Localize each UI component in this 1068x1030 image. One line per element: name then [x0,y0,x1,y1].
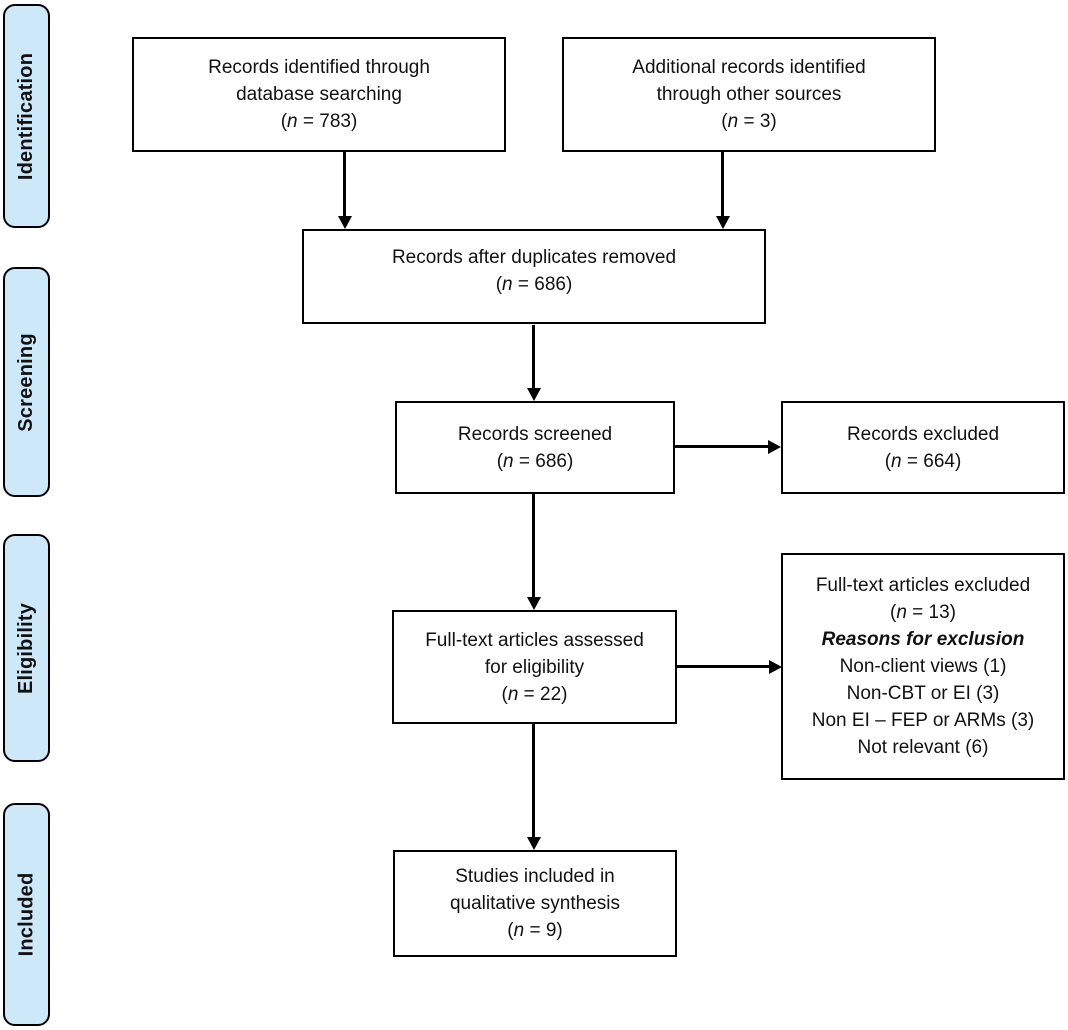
box-text-line: for eligibility [484,656,585,678]
box-n-count: (n = 664) [884,450,962,472]
box-n-count: (n = 686) [496,450,574,472]
exclusion-reason: Non-client views (1) [839,656,1007,677]
box-n-count: (n = 686) [495,273,573,295]
box-text-line: Full-text articles assessed [425,629,644,651]
box-n-count: (n = 13) [889,602,957,623]
box-text-line: qualitative synthesis [449,893,621,914]
box-fulltext-assessed: Full-text articles assessed for eligibil… [392,610,677,724]
exclusion-reason: Not relevant (6) [857,737,989,758]
stage-identification: Identification [3,4,50,228]
box-text-line: Additional records identified [632,57,866,78]
box-records-identified-database: Records identified through database sear… [132,37,506,152]
arrow-fulltext-to-included [532,724,535,837]
arrow-screened-to-fulltext [532,494,535,597]
stage-screening: Screening [3,267,50,497]
box-n-count: (n = 22) [501,683,568,705]
box-text-line: through other sources [656,84,842,105]
exclusion-reason: Non EI – FEP or ARMs (3) [811,710,1035,731]
box-text-line: Studies included in [455,866,615,887]
box-n-count: (n = 9) [507,920,563,941]
arrow-duplicates-to-screened [532,325,535,388]
exclusion-reason: Non-CBT or EI (3) [846,683,1000,704]
box-records-excluded: Records excluded (n = 664) [781,401,1065,494]
stage-included-label: Included [15,872,38,957]
arrow-other-sources-to-duplicates [721,152,724,216]
box-n-count: (n = 3) [721,111,777,132]
box-fulltext-excluded: Full-text articles excluded (n = 13) Rea… [781,553,1065,780]
box-text-line: Records after duplicates removed [391,246,677,268]
box-text-line: Full-text articles excluded [815,575,1031,596]
box-text-line: database searching [236,84,402,105]
box-studies-included: Studies included in qualitative synthesi… [393,850,677,957]
reasons-for-exclusion-heading: Reasons for exclusion [821,629,1025,650]
box-text-line: Records identified through [208,57,430,78]
box-records-identified-other-sources: Additional records identified through ot… [562,37,936,152]
box-text-line: Records excluded [846,423,1000,445]
arrow-database-to-duplicates [343,152,346,216]
stage-identification-label: Identification [15,52,37,180]
box-records-screened: Records screened (n = 686) [395,401,675,494]
box-text-line: Records screened [457,423,613,445]
stage-screening-label: Screening [15,332,37,432]
stage-eligibility-label: Eligibility [15,602,38,694]
box-n-count: (n = 783) [280,111,358,132]
arrow-fulltext-to-fulltext-excluded [677,665,769,668]
arrow-screened-to-excluded [675,445,768,448]
stage-included: Included [3,803,50,1026]
stage-eligibility: Eligibility [3,534,50,762]
box-records-after-duplicates: Records after duplicates removed (n = 68… [302,229,766,324]
